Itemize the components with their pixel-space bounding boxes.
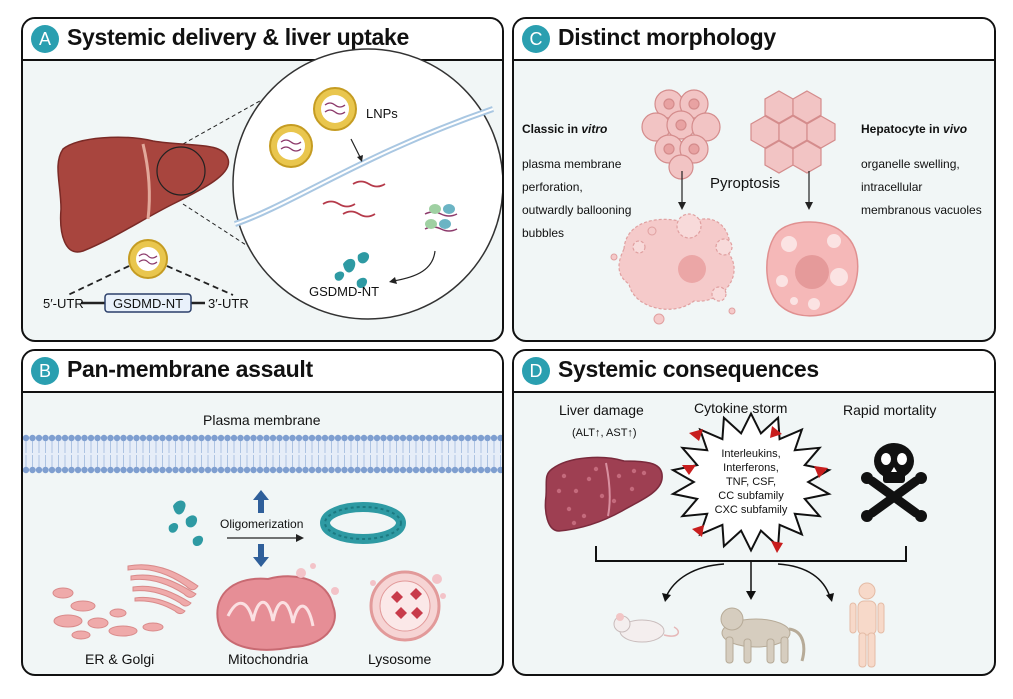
gsdmd-monomers: [168, 500, 204, 547]
panel-a-title: Systemic delivery & liver uptake: [67, 24, 409, 50]
vivo-heading: Hepatocyte in vivo: [861, 122, 967, 136]
gene-box: [104, 293, 192, 313]
panel-a-badge: A: [31, 25, 59, 53]
gsdmd-fragments: [334, 252, 370, 289]
panel-d: D Systemic consequences: [512, 349, 996, 676]
lnp-particle: [269, 124, 313, 168]
cytokine-item: CXC subfamily: [714, 504, 788, 516]
liver-markers-label: (ALT↑, AST↑): [572, 427, 637, 439]
panel-a-header: A Systemic delivery & liver uptake: [23, 19, 502, 61]
vitro-line-2: perforation,: [522, 180, 583, 194]
cytokine-starburst: [670, 411, 832, 553]
liver-organ: [57, 136, 230, 253]
vivo-heading-italic: vivo: [943, 122, 968, 136]
er-golgi-organelle: [52, 564, 199, 640]
skull-crossbones-icon: [861, 443, 927, 522]
panel-c-badge: C: [522, 25, 550, 53]
vitro-heading-prefix: Classic in: [522, 122, 582, 136]
panel-d-illustration: [544, 411, 927, 668]
mitochondria-label: Mitochondria: [228, 651, 309, 667]
panel-c-header: C Distinct morphology: [514, 19, 994, 61]
panel-b: B Pan-membrane assault: [21, 349, 504, 676]
plasma-membrane-bilayer: [23, 434, 502, 474]
cytokine-storm-label: Cytokine storm: [694, 400, 788, 416]
vertical-arrows: [253, 490, 269, 567]
vitro-heading: Classic in vitro: [522, 122, 607, 136]
lysosome-organelle: [369, 570, 446, 642]
mrna-strands: [322, 180, 386, 218]
ballooning-cell: [618, 213, 735, 310]
cell-cluster-vitro: [641, 89, 721, 180]
panel-d-header: D Systemic consequences: [514, 351, 994, 393]
cytokine-item: Interferons,: [723, 462, 779, 474]
utr5-label: 5′-UTR: [43, 296, 84, 311]
utr3-label: 3′-UTR: [208, 296, 249, 311]
vitro-line-3: outwardly ballooning: [522, 203, 632, 217]
panel-d-title: Systemic consequences: [558, 356, 819, 382]
oligomerization-label: Oligomerization: [220, 517, 304, 531]
vivo-line-1: organelle swelling,: [861, 157, 960, 171]
panel-a: A Systemic delivery & liver uptake: [21, 17, 504, 342]
damaged-liver: [544, 456, 663, 532]
cytokine-item: Interleukins,: [721, 448, 781, 460]
gsdmd-pore-ring: [320, 502, 406, 544]
vitro-heading-italic: vitro: [581, 122, 608, 136]
lysosome-label: Lysosome: [368, 651, 432, 667]
cytokine-item: TNF, CSF,: [725, 476, 777, 488]
mouse-icon: [613, 613, 680, 643]
lnp-particle: [128, 239, 168, 279]
panel-b-header: B Pan-membrane assault: [23, 351, 502, 393]
vivo-line-2: intracellular: [861, 180, 923, 194]
liver-damage-label: Liver damage: [559, 402, 644, 418]
panel-c-illustration: [610, 89, 859, 325]
lnps-label: LNPs: [366, 106, 398, 121]
cytokine-list: Interleukins, Interferons, TNF, CSF, CC …: [701, 447, 801, 517]
plasma-membrane-label: Plasma membrane: [203, 412, 321, 428]
panel-d-badge: D: [522, 357, 550, 385]
cytokine-item: CC subfamily: [718, 490, 784, 502]
human-icon: [849, 582, 885, 668]
cytokine-triangles: [682, 426, 828, 553]
panel-c-title: Distinct morphology: [558, 24, 776, 50]
panel-c: C Distinct morphology: [512, 17, 996, 342]
mitochondrion-organelle: [216, 563, 339, 651]
ribosome-translation: [424, 204, 458, 232]
cell-cluster-vivo: [750, 90, 836, 174]
monkey-icon: [720, 607, 806, 664]
er-golgi-label: ER & Golgi: [85, 651, 155, 667]
panel-a-illustration: [57, 48, 502, 320]
vacuolated-cell: [766, 221, 859, 317]
pyroptosis-label: Pyroptosis: [710, 175, 781, 192]
rapid-mortality-label: Rapid mortality: [843, 402, 937, 418]
lnp-particle: [313, 87, 357, 131]
vivo-line-3: membranous vacuoles: [861, 203, 982, 217]
panel-b-badge: B: [31, 357, 59, 385]
gsdmd-nt-product-label: GSDMD-NT: [309, 284, 380, 299]
gene-label: GSDMD-NT: [113, 296, 184, 311]
vitro-line-4: bubbles: [522, 226, 565, 240]
panel-b-illustration: [23, 434, 502, 651]
panel-b-title: Pan-membrane assault: [67, 356, 313, 382]
vitro-line-1: plasma membrane: [522, 157, 622, 171]
vivo-heading-prefix: Hepatocyte in: [861, 122, 944, 136]
